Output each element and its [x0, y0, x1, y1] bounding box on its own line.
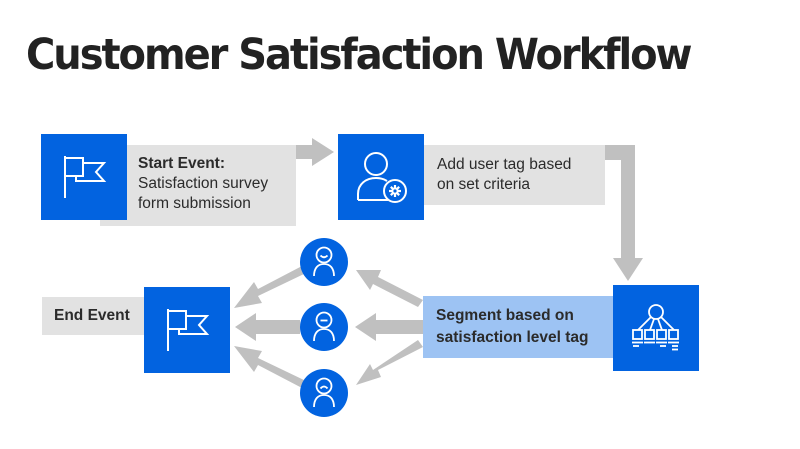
tag-text: Add user tag based on set criteria	[437, 155, 571, 195]
start-event-line2: form submission	[138, 195, 251, 212]
arrow-segment-to-neutral	[355, 313, 423, 341]
flag-icon	[167, 309, 210, 351]
segment-dissatisfied-node[interactable]	[300, 369, 348, 417]
start-event-text: Start Event: Satisfaction survey form su…	[138, 154, 268, 214]
add-user-tag-node[interactable]	[338, 134, 424, 220]
segment-line2: satisfaction level tag	[436, 329, 589, 346]
start-event-heading: Start Event:	[138, 155, 225, 172]
start-event-label-box	[100, 145, 296, 226]
arrow-segment-to-happy	[356, 270, 423, 307]
page-title: Customer Satisfaction Workflow	[26, 30, 693, 80]
tag-line1: Add user tag based	[437, 156, 572, 173]
segment-node[interactable]	[613, 285, 699, 371]
tag-label-box	[424, 145, 605, 205]
arrow-unhappy-to-end	[234, 346, 306, 388]
arrow-happy-to-end	[234, 266, 306, 308]
end-event-label: End Event	[54, 307, 130, 324]
hierarchy-icon	[632, 304, 679, 351]
tag-line2: on set criteria	[437, 176, 531, 193]
arrow-tag-to-segment	[605, 145, 643, 281]
segment-line1: Segment based on	[436, 307, 574, 324]
segment-neutral-node[interactable]	[300, 303, 348, 351]
segment-label-box	[423, 296, 613, 358]
arrow-neutral-to-end	[235, 313, 300, 341]
user-happy-icon	[313, 246, 335, 277]
end-event-label-box	[42, 297, 144, 335]
flag-icon	[64, 156, 107, 198]
user-gear-icon	[357, 152, 407, 203]
arrow-start-to-tag	[296, 138, 334, 166]
arrow-segment-to-unhappy	[356, 340, 423, 385]
start-event-line1: Satisfaction survey	[138, 175, 269, 192]
start-event-node[interactable]	[41, 134, 127, 220]
segment-satisfied-node[interactable]	[300, 238, 348, 286]
segment-text: Segment based on satisfaction level tag	[436, 305, 588, 349]
user-neutral-icon	[313, 311, 335, 342]
user-unhappy-icon	[313, 377, 335, 408]
end-event-node[interactable]	[144, 287, 230, 373]
